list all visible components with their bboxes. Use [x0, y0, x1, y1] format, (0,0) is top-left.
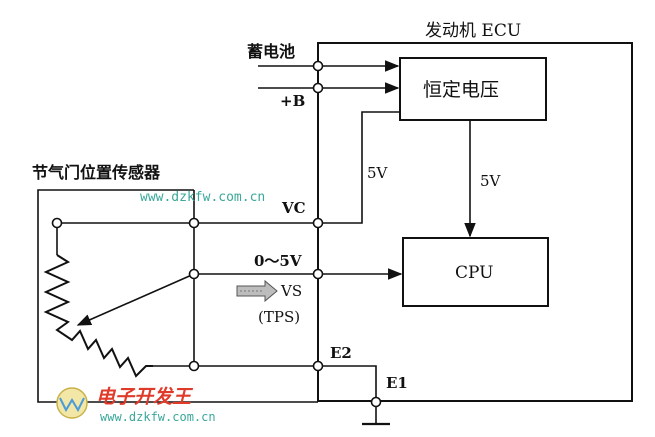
e1-label: E1 — [386, 374, 408, 392]
ground-icon — [362, 407, 390, 426]
ecu-title: 发动机 ECU — [425, 21, 521, 41]
vs-label: VS — [280, 282, 302, 300]
constant-voltage-block — [399, 57, 547, 121]
range-label: 0～5V — [254, 252, 302, 270]
e1-terminal — [370, 396, 382, 408]
resistor-top-node — [51, 217, 63, 229]
constant-voltage-label: 恒定电压 — [423, 79, 499, 101]
battery-terminal — [312, 60, 324, 72]
watermark-logo — [56, 387, 88, 419]
vc-label: VC — [281, 199, 306, 217]
e2-terminal — [312, 360, 324, 372]
e2-e1-link — [323, 365, 377, 397]
e2-label: E2 — [330, 344, 352, 362]
bus-e2-node — [188, 360, 200, 372]
plus-b-label: +B — [280, 92, 305, 110]
resistor-zigzag — [43, 254, 153, 378]
watermark-url-top: www.dzkfw.com.cn — [140, 190, 265, 205]
vc-terminal — [312, 217, 324, 229]
bus-vc-node — [188, 217, 200, 229]
sensor-title: 节气门位置传感器 — [32, 163, 161, 182]
cpu-5v-label: 5V — [480, 172, 502, 190]
battery-label: 蓄电池 — [247, 42, 295, 61]
vs-terminal — [312, 268, 324, 280]
tps-label: (TPS) — [258, 308, 300, 326]
vc-supply-line — [323, 111, 400, 224]
watermark-url-bottom: www.dzkfw.com.cn — [100, 410, 216, 424]
bus-vs-node — [188, 268, 200, 280]
plus-b-terminal — [312, 82, 324, 94]
wiper-line — [76, 273, 195, 326]
signal-arrow-icon — [236, 279, 278, 303]
vc-5v-label: 5V — [367, 164, 389, 182]
watermark-brand: 电子开发王 — [96, 386, 194, 408]
cpu-label: CPU — [455, 263, 493, 283]
cpu-block — [402, 237, 549, 307]
sensor-enclosure — [37, 189, 318, 403]
